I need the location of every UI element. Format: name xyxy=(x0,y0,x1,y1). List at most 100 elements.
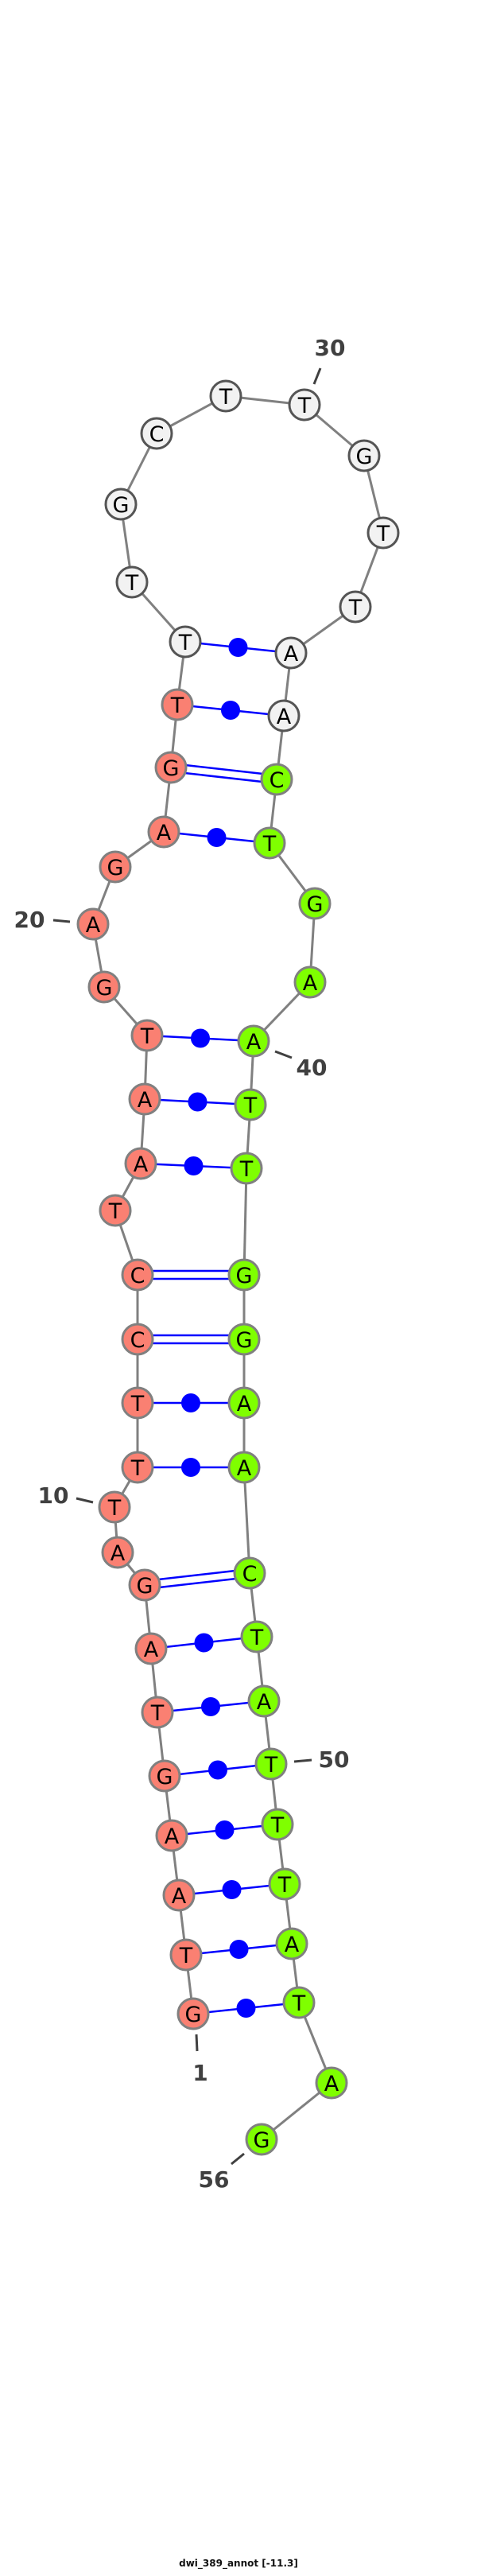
nucleotide-circle xyxy=(148,1759,181,1793)
nucleotide-circle xyxy=(227,1323,261,1356)
nucleotide-circle xyxy=(169,1938,203,1972)
nucleotide-letter: A xyxy=(165,1824,180,1849)
pair-dot xyxy=(188,1092,207,1112)
nucleotide-30: T xyxy=(288,388,321,422)
nucleotide-letter: G xyxy=(113,493,130,518)
nucleotide-53: A xyxy=(275,1927,308,1960)
nucleotide-11: T xyxy=(121,1451,154,1484)
structure-caption: dwi_389_annot [-11.3] xyxy=(179,2558,298,2569)
nucleotide-25: T xyxy=(169,625,202,659)
nucleotide-circle xyxy=(176,1997,210,2030)
nucleotide-44: G xyxy=(227,1323,261,1356)
nucleotide-letter: A xyxy=(144,1638,159,1662)
nucleotide-letter: T xyxy=(277,1873,292,1898)
pair-dot xyxy=(191,1028,210,1048)
nucleotide-46: A xyxy=(227,1451,261,1484)
nucleotide-circle xyxy=(162,1879,196,1912)
nucleotide-14: C xyxy=(121,1258,154,1292)
nucleotide-24: T xyxy=(161,688,194,721)
nucleotide-circle xyxy=(134,1632,168,1665)
backbone-segment xyxy=(242,1168,248,1276)
nucleotide-circle xyxy=(254,1747,288,1781)
position-label-20: 20 xyxy=(14,907,45,933)
nucleotide-letter: G xyxy=(236,1328,253,1353)
label-tick xyxy=(52,919,71,923)
nucleotide-letter: T xyxy=(219,385,233,410)
nucleotide-circle xyxy=(124,1147,157,1180)
nucleotide-6: T xyxy=(141,1696,174,1729)
nucleotide-circle xyxy=(98,1490,131,1524)
nucleotide-circle xyxy=(298,887,332,920)
nucleotide-41: T xyxy=(234,1088,267,1121)
pair-dot xyxy=(222,1880,242,1899)
nucleotide-circle xyxy=(227,1386,261,1420)
nucleotide-letter: T xyxy=(125,571,139,596)
nucleotide-circle xyxy=(141,1696,174,1729)
nucleotide-letter: A xyxy=(157,821,172,845)
nucleotide-letter: G xyxy=(157,1765,173,1789)
nucleotide-circle xyxy=(99,850,132,884)
nucleotide-8: G xyxy=(128,1568,161,1602)
nucleotide-circle xyxy=(154,751,188,784)
pair-dot xyxy=(236,1999,256,2018)
base-pair-links xyxy=(138,638,300,2018)
nucleotide-circle xyxy=(245,2123,278,2156)
pair-dot xyxy=(207,828,227,847)
nucleotide-27: G xyxy=(104,488,138,521)
nucleotide-letter: T xyxy=(140,1024,154,1049)
nucleotide-letter: T xyxy=(264,1753,278,1778)
nucleotide-circle xyxy=(237,1024,270,1058)
nucleotide-1: G xyxy=(176,1997,210,2030)
nucleotide-letter: G xyxy=(236,1264,253,1288)
nucleotide-circle xyxy=(261,1808,294,1841)
nucleotide-letter: G xyxy=(163,756,180,781)
nucleotide-31: G xyxy=(347,439,381,472)
nucleotide-circle xyxy=(366,516,400,550)
nucleotide-34: A xyxy=(274,636,308,670)
label-tick xyxy=(76,1497,94,1504)
pair-dot xyxy=(201,1697,220,1716)
nucleotide-circle xyxy=(230,1152,263,1185)
nucleotide-circle xyxy=(128,1082,161,1116)
nucleotide-circle xyxy=(247,1684,281,1718)
nucleotide-42: T xyxy=(230,1152,263,1185)
nucleotide-7: A xyxy=(134,1632,168,1665)
pair-dot xyxy=(215,1820,235,1840)
nucleotide-letter: A xyxy=(284,642,299,666)
gc-pair-line xyxy=(170,770,277,785)
nucleotide-45: A xyxy=(227,1386,261,1420)
nucleotide-55: A xyxy=(315,2066,348,2100)
nucleotide-circle xyxy=(253,826,286,860)
nucleotide-12: T xyxy=(121,1386,154,1420)
pair-dot xyxy=(221,701,240,720)
nucleotide-letter: G xyxy=(307,892,324,917)
nucleotide-47: C xyxy=(233,1556,266,1590)
nucleotide-circle xyxy=(209,379,242,413)
nucleotide-32: T xyxy=(366,516,400,550)
nucleotide-28: C xyxy=(140,417,173,450)
nucleotide-letter: T xyxy=(178,631,192,655)
nucleotide-circle xyxy=(76,907,110,941)
nucleotide-letter: G xyxy=(185,2003,202,2027)
position-label-1: 1 xyxy=(192,2060,207,2086)
label-tick xyxy=(195,2034,199,2052)
nucleotide-circle xyxy=(121,1258,154,1292)
nucleotide-18: T xyxy=(130,1019,164,1052)
gc-pair-line xyxy=(144,1568,250,1583)
nucleotide-circle xyxy=(234,1088,267,1121)
nucleotide-circle xyxy=(104,488,138,521)
nucleotide-circle xyxy=(99,1194,132,1227)
nucleotide-letter: C xyxy=(149,422,165,447)
nucleotide-circle xyxy=(121,1386,154,1420)
nucleotide-circle xyxy=(140,417,173,450)
nucleotide-circle xyxy=(293,966,327,999)
nucleotide-4: A xyxy=(155,1819,188,1852)
label-tick xyxy=(231,2152,245,2166)
nucleotide-letter: G xyxy=(137,1574,153,1599)
nucleotide-letter: A xyxy=(86,913,101,938)
nucleotide-letter: A xyxy=(324,2072,339,2096)
position-label-56: 56 xyxy=(199,2166,230,2193)
nucleotide-22: A xyxy=(147,815,180,849)
